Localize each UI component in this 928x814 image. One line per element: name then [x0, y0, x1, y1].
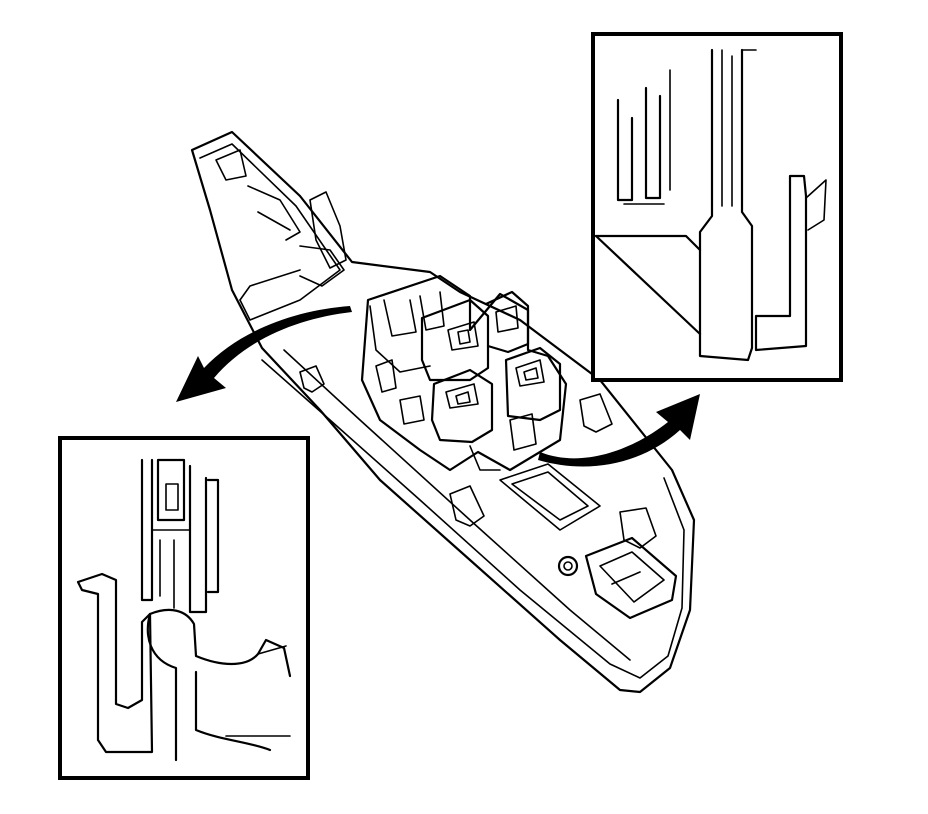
arrow-right	[538, 394, 700, 467]
detail-inset-bottom-left	[58, 436, 310, 780]
switch-housing	[190, 130, 696, 694]
arrow-left	[176, 306, 352, 402]
detail-inset-top-right	[591, 32, 843, 382]
